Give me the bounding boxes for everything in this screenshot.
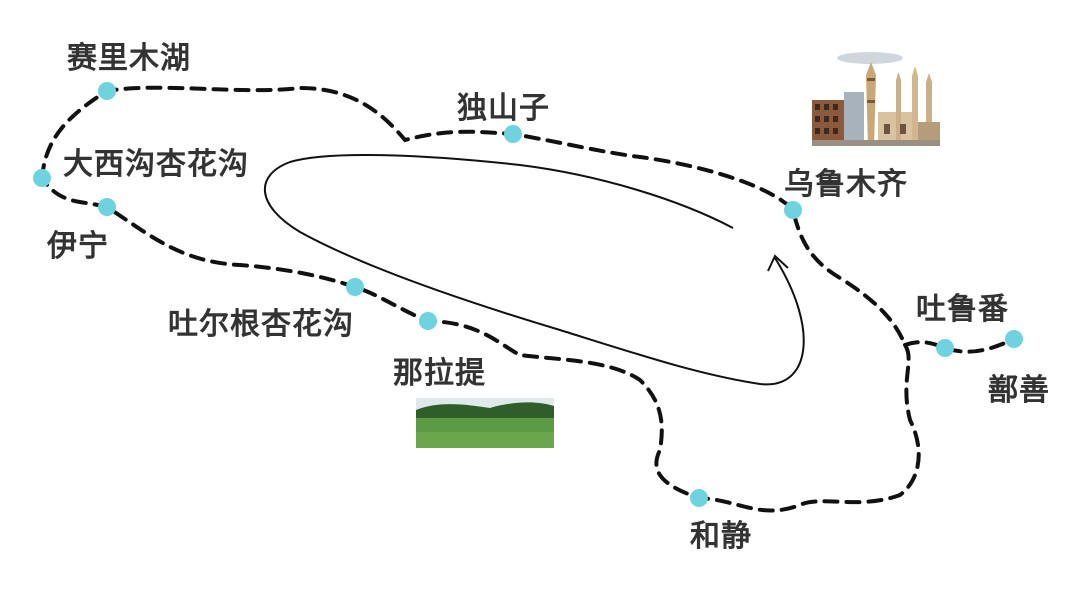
stop-dot-nalati bbox=[419, 312, 437, 330]
label-nalati: 那拉提 bbox=[393, 356, 486, 391]
stop-dot-yining bbox=[98, 198, 116, 216]
stop-dot-shanshan bbox=[1005, 330, 1023, 348]
label-dushanzi: 独山子 bbox=[457, 91, 550, 126]
label-yining: 伊宁 bbox=[47, 229, 109, 264]
nalati-grassland-picture bbox=[416, 398, 554, 448]
label-daxigou: 大西沟杏花沟 bbox=[63, 147, 249, 182]
loop-arrowhead bbox=[767, 254, 789, 272]
label-sailimu-lake: 赛里木湖 bbox=[67, 41, 191, 76]
label-tuergen: 吐尔根杏花沟 bbox=[168, 307, 354, 342]
stop-dot-hejing bbox=[690, 489, 708, 507]
label-turpan: 吐鲁番 bbox=[916, 292, 1009, 327]
stop-dot-turpan bbox=[936, 339, 954, 357]
route-branch-line bbox=[903, 337, 1016, 354]
stop-dot-tuergen bbox=[346, 278, 364, 296]
route-dashed-line bbox=[39, 85, 921, 513]
stop-dot-sailimu bbox=[98, 82, 116, 100]
label-hejing: 和静 bbox=[690, 519, 752, 554]
stop-dots bbox=[33, 82, 1023, 507]
label-urumqi: 乌鲁木齐 bbox=[784, 167, 908, 202]
stop-dot-daxigou bbox=[33, 169, 51, 187]
urumqi-minaret-picture bbox=[812, 52, 940, 146]
loop-direction-line bbox=[263, 154, 805, 386]
stop-dot-dushanzi bbox=[504, 125, 522, 143]
stop-dot-urumqi bbox=[784, 201, 802, 219]
label-shanshan: 鄯善 bbox=[988, 373, 1050, 408]
